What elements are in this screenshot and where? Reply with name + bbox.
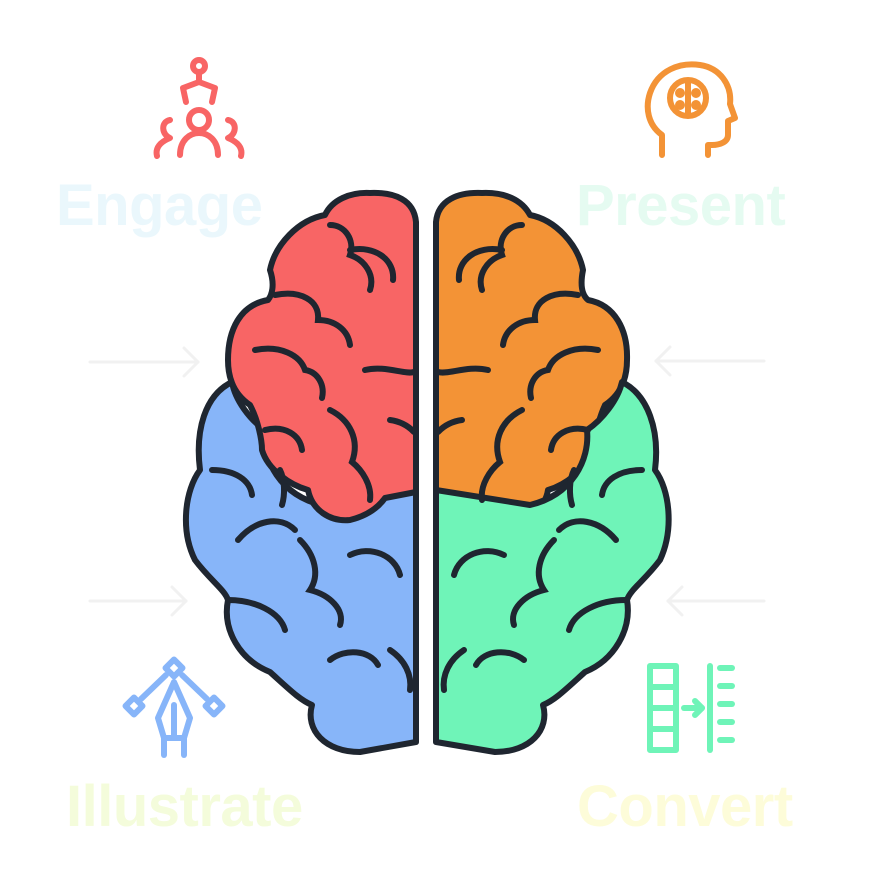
- brain-folds: [209, 222, 645, 693]
- brain-right-lower-lobe: [433, 379, 672, 755]
- people-network-icon: [153, 57, 245, 159]
- table-convert-arrow-icon: [647, 663, 735, 753]
- arrow-top-left: [88, 346, 200, 378]
- present-label: Present: [576, 173, 786, 238]
- arrow-bottom-left: [88, 585, 188, 617]
- convert-label: Convert: [577, 774, 793, 839]
- head-with-brain-icon: [644, 61, 738, 158]
- arrow-bottom-right: [666, 585, 766, 617]
- vector-pen-tool-icon: [122, 656, 226, 758]
- arrows: [88, 345, 766, 617]
- arrow-top-right: [654, 345, 766, 377]
- illustrate-label: Illustrate: [66, 774, 303, 839]
- engage-label: Engage: [56, 173, 263, 238]
